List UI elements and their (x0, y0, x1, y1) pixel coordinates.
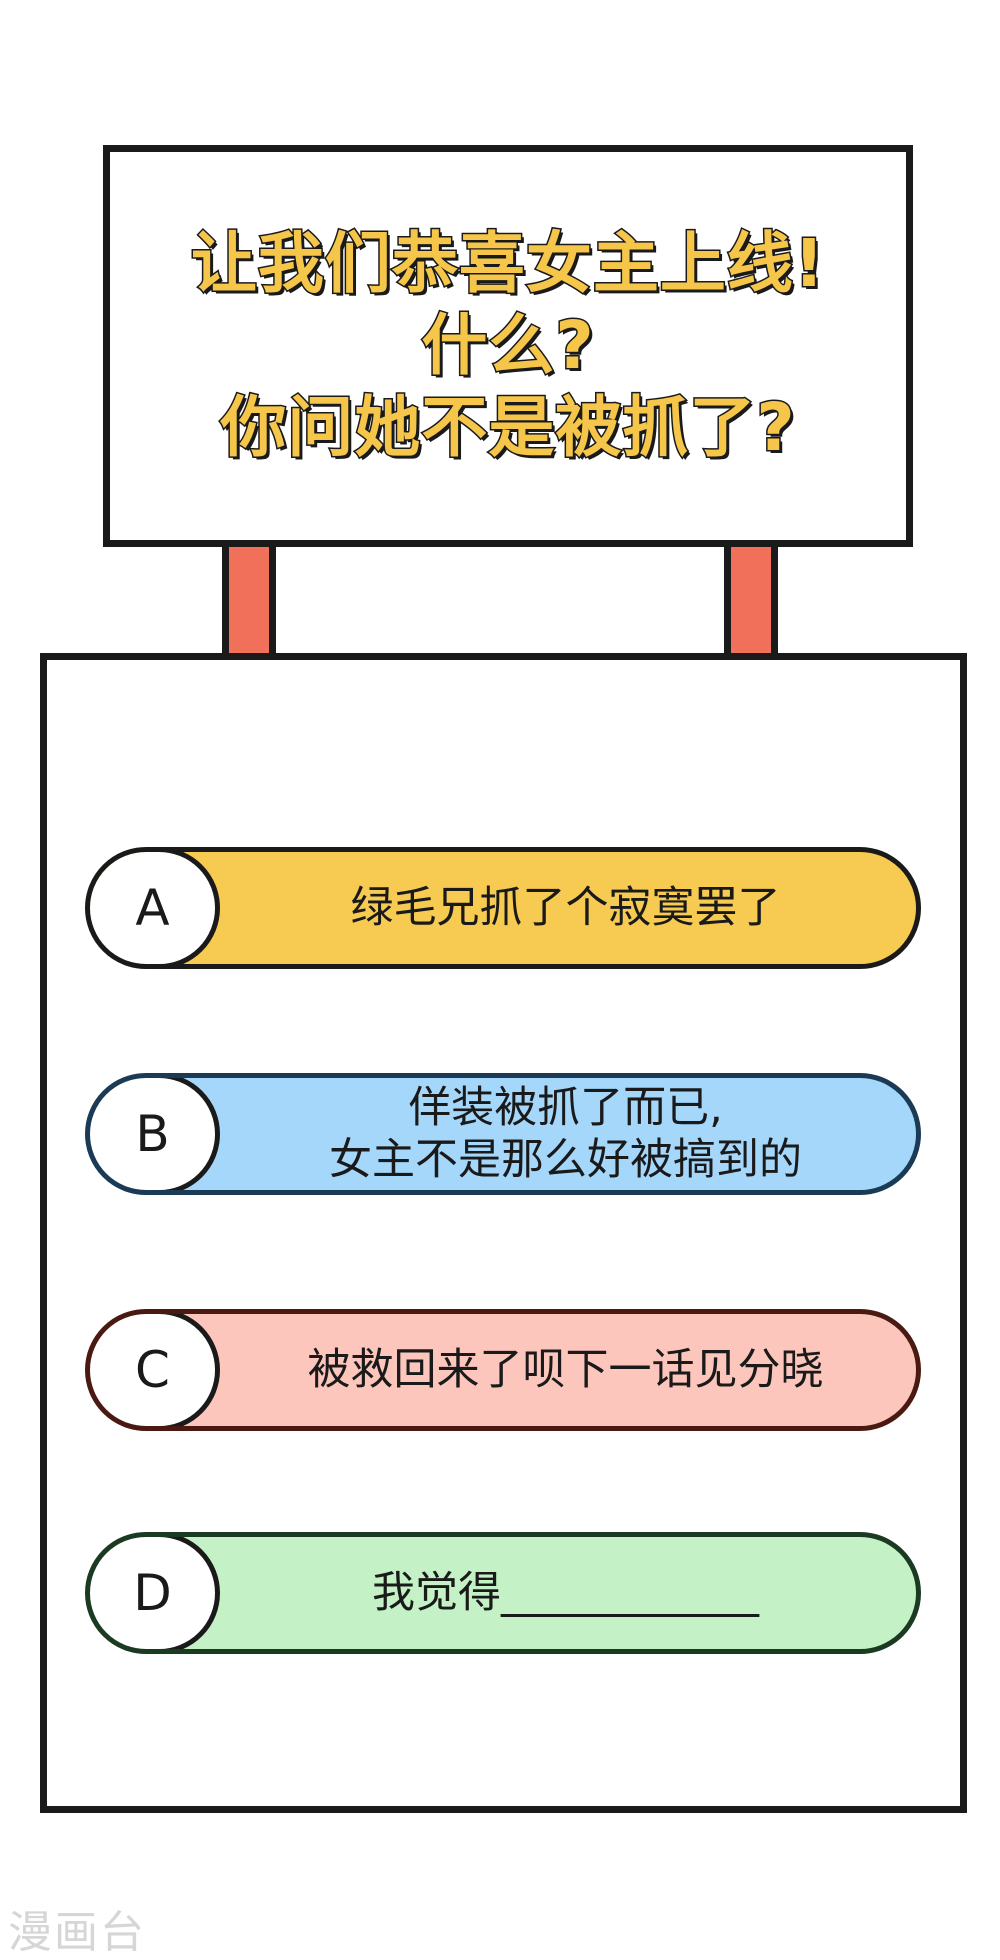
option-d-button[interactable]: D 我觉得____________ (85, 1532, 921, 1654)
sign-board: 让我们恭喜女主上线! 什么? 你问她不是被抓了? (103, 145, 913, 547)
option-d-text: 我觉得____________ (225, 1537, 906, 1649)
option-a-button[interactable]: A 绿毛兄抓了个寂寞罢了 (85, 847, 921, 969)
sign-post-right (724, 547, 778, 657)
option-b-text: 佯装被抓了而已, 女主不是那么好被搞到的 (225, 1078, 906, 1190)
option-b-button[interactable]: B 佯装被抓了而已, 女主不是那么好被搞到的 (85, 1073, 921, 1195)
option-a-text: 绿毛兄抓了个寂寞罢了 (225, 852, 906, 964)
sign-post-left (222, 547, 276, 657)
title-line-2: 什么? (420, 306, 595, 386)
option-b-line-2: 女主不是那么好被搞到的 (329, 1135, 802, 1185)
option-c-letter: C (90, 1314, 220, 1426)
option-c-button[interactable]: C 被救回来了呗下一话见分晓 (85, 1309, 921, 1431)
option-c-line-1: 被救回来了呗下一话见分晓 (307, 1345, 824, 1395)
watermark-logo: 漫画台 (8, 1907, 146, 1958)
option-a-letter: A (90, 852, 220, 964)
option-d-letter: D (90, 1537, 220, 1649)
option-d-line-1: 我觉得____________ (372, 1568, 759, 1618)
option-a-line-1: 绿毛兄抓了个寂寞罢了 (350, 883, 781, 933)
option-b-line-1: 佯装被抓了而已, (408, 1083, 723, 1133)
title-line-3: 你问她不是被抓了? (219, 388, 796, 468)
option-b-letter: B (90, 1078, 220, 1190)
title-line-1: 让我们恭喜女主上线! (189, 224, 826, 304)
option-c-text: 被救回来了呗下一话见分晓 (225, 1314, 906, 1426)
